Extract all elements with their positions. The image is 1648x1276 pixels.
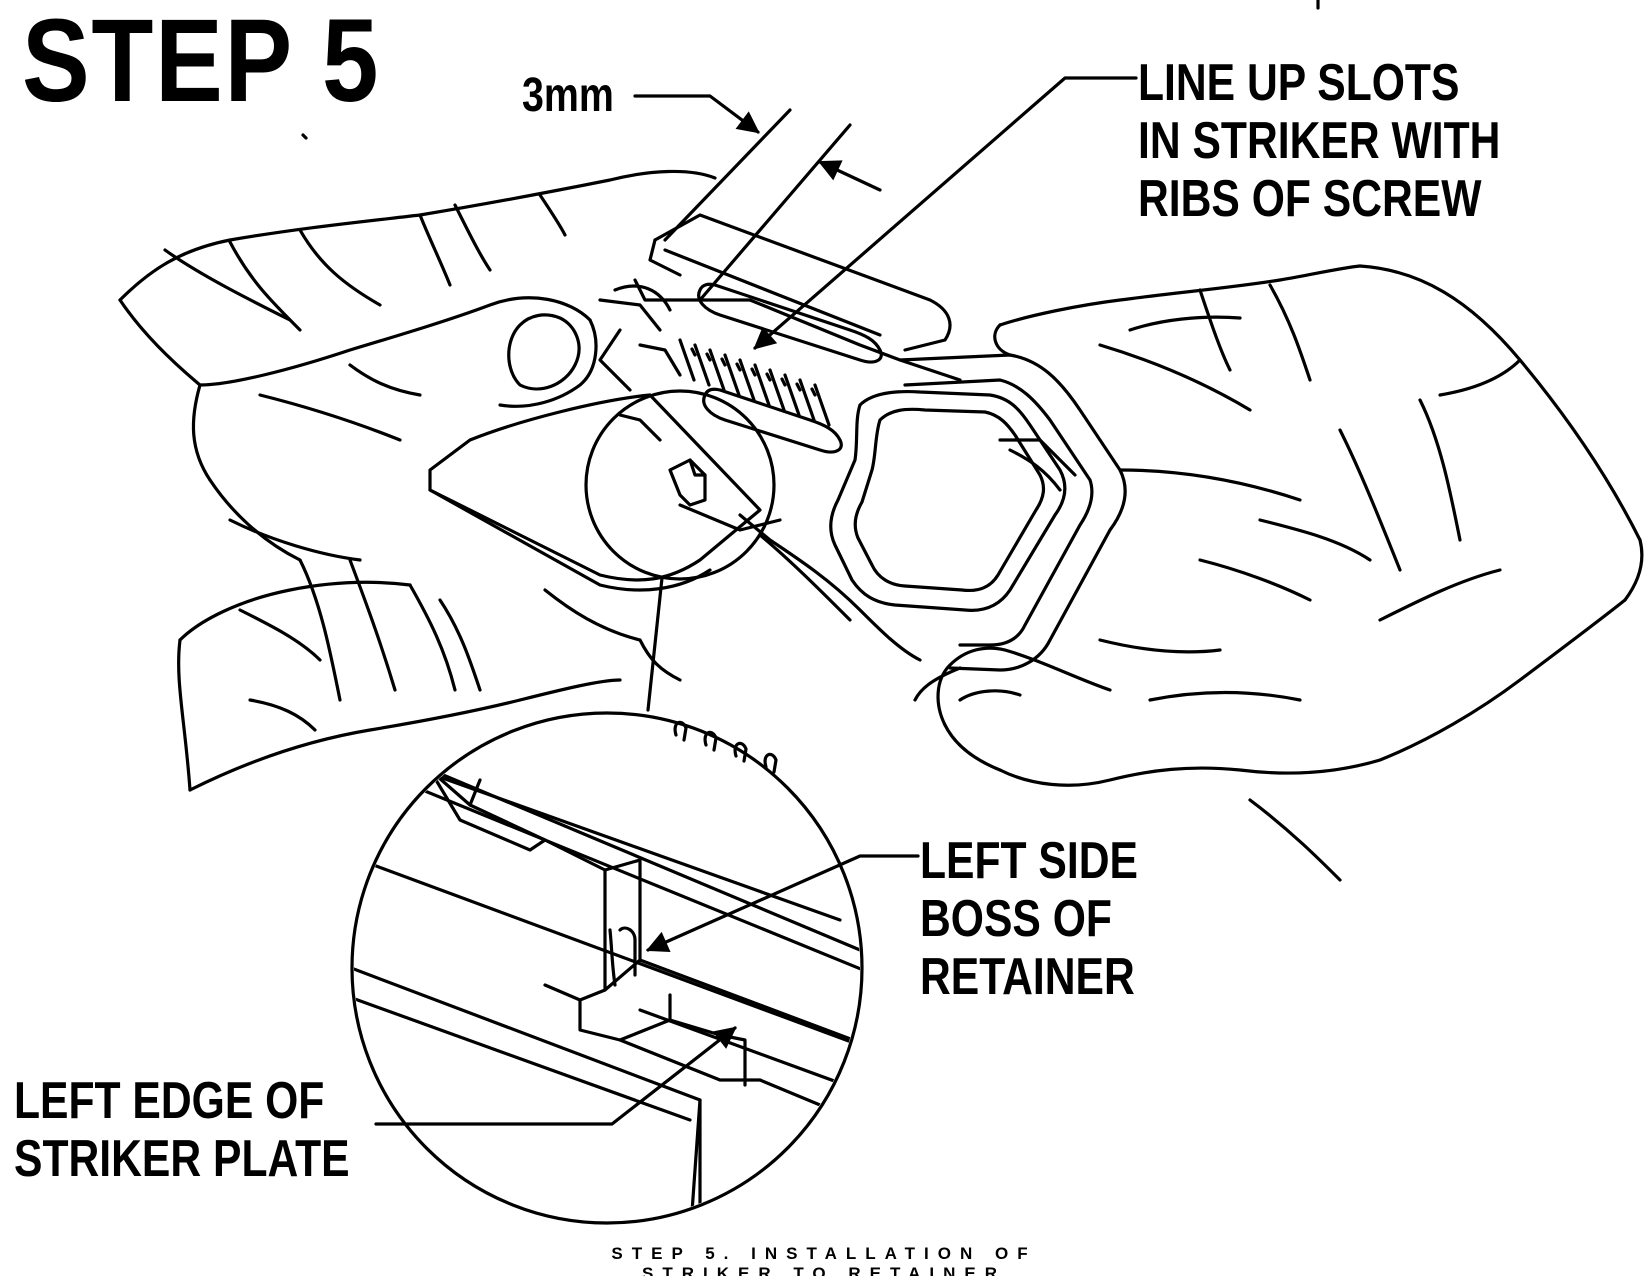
caption-line: STEP 5. INSTALLATION OF	[611, 1244, 1037, 1263]
callout-line: RETAINER	[920, 948, 1135, 1006]
callout-line-up-slots: LINE UP SLOTS IN STRIKER WITH RIBS OF SC…	[1138, 54, 1500, 228]
retainer-frame	[829, 353, 1127, 702]
dimension-3mm	[633, 94, 882, 302]
magnified-detail-circle	[350, 711, 864, 1225]
detail-indicator	[584, 284, 776, 712]
callout-line: RIBS OF SCREW	[1138, 170, 1482, 228]
caption-line: STRIKER TO RETAINER	[642, 1264, 1006, 1276]
callout-line: LINE UP SLOTS	[1138, 54, 1460, 112]
callout-line: STRIKER PLATE	[14, 1130, 350, 1188]
callout-left-side-boss: LEFT SIDE BOSS OF RETAINER	[920, 832, 1138, 1006]
striker-plate	[428, 213, 962, 662]
callout-line: IN STRIKER WITH	[1138, 112, 1501, 170]
callout-left-edge: LEFT EDGE OF STRIKER PLATE	[14, 1072, 350, 1188]
leader-line-up-slots	[753, 76, 1138, 350]
callout-line: LEFT SIDE	[920, 832, 1138, 890]
dimension-label: 3mm	[522, 69, 614, 122]
figure-caption: STEP 5. INSTALLATION OF STRIKER TO RETAI…	[0, 1244, 1648, 1276]
callout-line: BOSS OF	[920, 890, 1112, 948]
right-hand	[936, 264, 1644, 882]
callout-line: LEFT EDGE OF	[14, 1072, 325, 1130]
leader-left-edge	[374, 1026, 737, 1126]
step-title: STEP 5	[22, 0, 381, 127]
leader-left-side-boss	[645, 854, 920, 953]
left-hand	[118, 169, 717, 792]
